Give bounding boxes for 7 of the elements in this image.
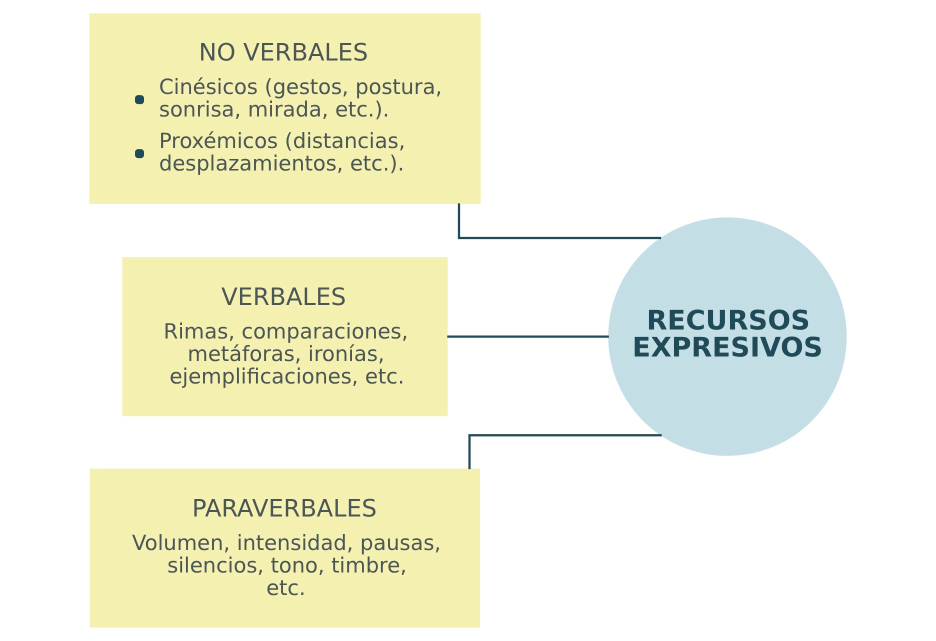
node-circle: RECURSOS EXPRESIVOS: [608, 217, 847, 456]
connector: [468, 434, 662, 470]
connector: [447, 336, 609, 338]
connector: [458, 203, 662, 240]
node-box: NO VERBALES Cinésicos (gestos, postura, sonrisa, mirada, etc.). Proxémicos (distancias, desplazamientos, etc.).: [89, 13, 481, 204]
node-box: PARAVERBALES Volumen, intensidad, pausas, silencios, tono, timbre, etc.: [90, 468, 480, 628]
node-box: VERBALES Rimas, comparaciones, metáforas, ironías, ejemplificaciones, etc.: [122, 257, 448, 416]
